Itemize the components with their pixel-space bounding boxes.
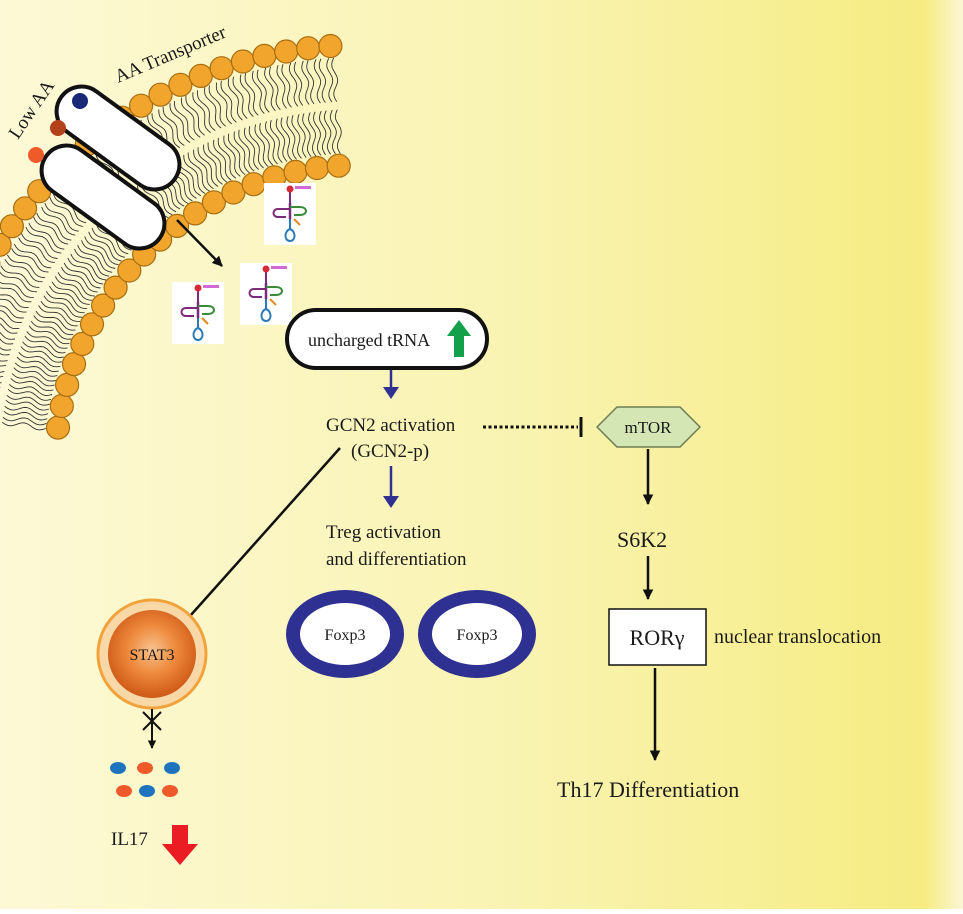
lipid-head	[209, 56, 234, 81]
blue-arrow-head	[383, 387, 399, 399]
foxp3-left-label: Foxp3	[325, 627, 366, 644]
lipid-head	[148, 82, 173, 107]
lipid-head	[61, 352, 87, 377]
lipid-head	[45, 415, 71, 440]
lipid-head	[318, 33, 343, 59]
stat3-label: STAT3	[130, 647, 175, 664]
gcn2-inhibits-stat3-line	[181, 447, 341, 626]
lipid-head	[274, 39, 299, 64]
cytokine-dot	[164, 762, 180, 774]
cytokine-dot	[139, 785, 155, 797]
nuclear-translocation-label: nuclear translocation	[714, 626, 881, 648]
lipid-head	[283, 159, 308, 184]
amino-acid-dot	[50, 120, 66, 136]
block-x-mark	[142, 711, 162, 731]
lipid-head	[230, 49, 255, 74]
lipid-head	[0, 232, 12, 257]
lipid-head	[252, 43, 277, 69]
foxp3-core-right	[432, 603, 522, 665]
stat3-core	[108, 610, 196, 698]
uncharged-trna-box	[285, 308, 489, 370]
lipid-head	[296, 36, 321, 61]
aa-transporter-channel	[39, 84, 182, 251]
trna-cloverleaf-icon	[240, 263, 292, 325]
cytokine-dot	[162, 785, 178, 797]
green-up-arrow-icon	[447, 320, 471, 357]
lipid-head	[221, 180, 246, 205]
lipid-head	[129, 93, 154, 118]
il17-label: IL17	[111, 829, 148, 850]
lipid-head	[90, 293, 116, 318]
lipid-head	[79, 312, 105, 337]
lipid-head	[54, 372, 80, 397]
trna-cloverleaf-icon	[172, 282, 224, 344]
treg-line2-label: and differentiation	[326, 549, 467, 570]
lipid-head	[168, 72, 193, 97]
lipid-head	[241, 172, 266, 197]
lipid-head	[326, 153, 351, 178]
gcn2-activation-label: GCN2 activation	[326, 415, 456, 436]
lipid-head	[201, 190, 226, 215]
transport-arrow	[176, 219, 223, 267]
lipid-head	[70, 331, 95, 356]
amino-acid-dot	[72, 93, 88, 109]
foxp3-core-left	[300, 603, 390, 665]
s6k2-label: S6K2	[617, 527, 667, 552]
cytokine-dot	[110, 762, 126, 774]
lipid-head	[13, 196, 38, 221]
foxp3-right-label: Foxp3	[457, 627, 498, 644]
lipid-head	[103, 275, 128, 300]
mtor-label: mTOR	[625, 418, 673, 437]
lipid-head	[188, 63, 213, 89]
treg-line1-label: Treg activation	[326, 522, 441, 543]
rorg-box	[608, 608, 707, 666]
lipid-head	[304, 155, 330, 181]
amino-acid-dot	[28, 147, 44, 163]
blue-arrow-head	[383, 496, 399, 508]
rorg-label: RORγ	[630, 625, 685, 650]
th17-label: Th17 Differentiation	[557, 777, 739, 802]
trna-cloverleaf-icon	[264, 183, 316, 245]
red-down-arrow-icon	[162, 825, 198, 865]
mtor-hexagon	[595, 406, 702, 448]
lipid-head	[49, 393, 74, 419]
cytokine-dot	[116, 785, 132, 797]
cytokine-dot	[137, 762, 153, 774]
lipid-head	[183, 201, 208, 226]
lipid-head	[0, 214, 24, 239]
uncharged-trna-label: uncharged tRNA	[308, 330, 430, 350]
lipid-head	[117, 258, 142, 283]
gcn2-p-label: (GCN2-p)	[351, 441, 429, 462]
